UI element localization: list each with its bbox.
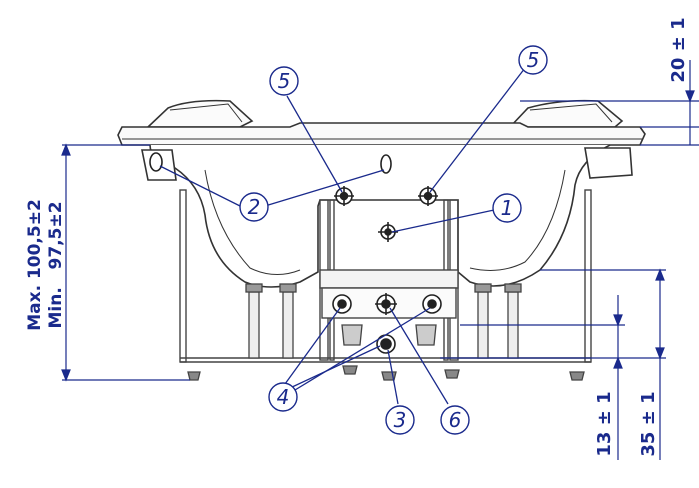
- callout-1-label: 1: [501, 196, 514, 220]
- top20-arrow: [685, 90, 695, 103]
- leader-5a: [286, 95, 343, 193]
- frame-right-post: [584, 189, 592, 363]
- callout-5a-circle: [269, 66, 299, 96]
- fitting-4-right: [422, 294, 442, 314]
- pump-motor-right: [415, 324, 437, 346]
- callout-4-label: 4: [277, 385, 290, 409]
- dim13-arrow-bottom: [613, 356, 623, 369]
- leader-2a: [159, 165, 241, 207]
- callout-6-label: 6: [449, 408, 462, 432]
- right-end-block: [584, 147, 633, 179]
- callout-5a-label: 5: [278, 69, 291, 93]
- callout-1-circle: [492, 193, 522, 223]
- leg-right-1-head: [474, 283, 492, 293]
- dim-bottom-13: 13 ± 1: [594, 391, 615, 456]
- leader-1: [391, 209, 495, 233]
- dimension-lines: [61, 60, 699, 460]
- dim35-arrow-top: [655, 268, 665, 281]
- height-arrow-top: [61, 143, 71, 156]
- leader-4a: [284, 307, 341, 385]
- foot-5: [569, 371, 585, 381]
- fitting-5-left: [334, 186, 354, 206]
- leg-left-1-head: [245, 283, 263, 293]
- pump-plate: [319, 269, 459, 289]
- fitting-4-left: [332, 294, 352, 314]
- fitting-2-left: [149, 152, 163, 172]
- callout-3-circle: [385, 405, 415, 435]
- leader-5b: [429, 67, 526, 193]
- tub-bowl: [149, 144, 611, 288]
- callout-6-circle: [440, 405, 470, 435]
- leg-left-2: [282, 291, 294, 359]
- callout-2-label: 2: [248, 195, 261, 219]
- left-bowl-inner: [204, 169, 301, 275]
- dim-height-min: Min. 97,5±2: [46, 201, 66, 328]
- leader-3: [387, 349, 399, 405]
- dim35-arrow-bottom: [655, 347, 665, 360]
- leader-2b: [264, 169, 385, 207]
- leg-left-2-head: [279, 283, 297, 293]
- fitting-3: [376, 334, 396, 354]
- callout-leaders: [159, 67, 526, 405]
- right-bowl-inner: [469, 169, 566, 271]
- fittings: [149, 152, 442, 354]
- fitting-1: [378, 222, 398, 242]
- dim-top-20: 20 ± 1: [668, 17, 689, 82]
- fitting-2-right: [380, 154, 392, 174]
- frame-left-post: [179, 189, 187, 363]
- right-headrest-inner: [529, 103, 613, 123]
- leg-right-2-head: [504, 283, 522, 293]
- leg-left-1: [248, 291, 260, 359]
- callout-4-circle: [268, 382, 298, 412]
- foot-4: [444, 369, 460, 379]
- dim13-arrow-top: [613, 314, 623, 327]
- dim-bottom-35: 35 ± 1: [638, 391, 659, 456]
- leader-4c: [294, 307, 431, 391]
- callout-3-label: 3: [394, 408, 407, 432]
- callout-circles: [239, 45, 548, 435]
- height-arrow-bottom: [61, 369, 71, 382]
- fitting-6: [375, 293, 397, 315]
- callout-5b-circle: [518, 45, 548, 75]
- left-headrest-inner: [169, 103, 243, 123]
- leader-6: [389, 307, 449, 405]
- tub-rim: [117, 122, 646, 146]
- pump-motor-left: [341, 324, 363, 346]
- foot-1: [187, 371, 201, 381]
- foot-2: [342, 365, 358, 375]
- callout-2-circle: [239, 192, 269, 222]
- bathtub-outline: [117, 99, 646, 288]
- callout-5b-label: 5: [527, 48, 540, 72]
- fitting-5-right: [418, 186, 438, 206]
- leader-4b: [289, 345, 381, 389]
- left-headrest: [145, 99, 254, 128]
- dim-height-max: Max. 100,5±2: [25, 199, 45, 331]
